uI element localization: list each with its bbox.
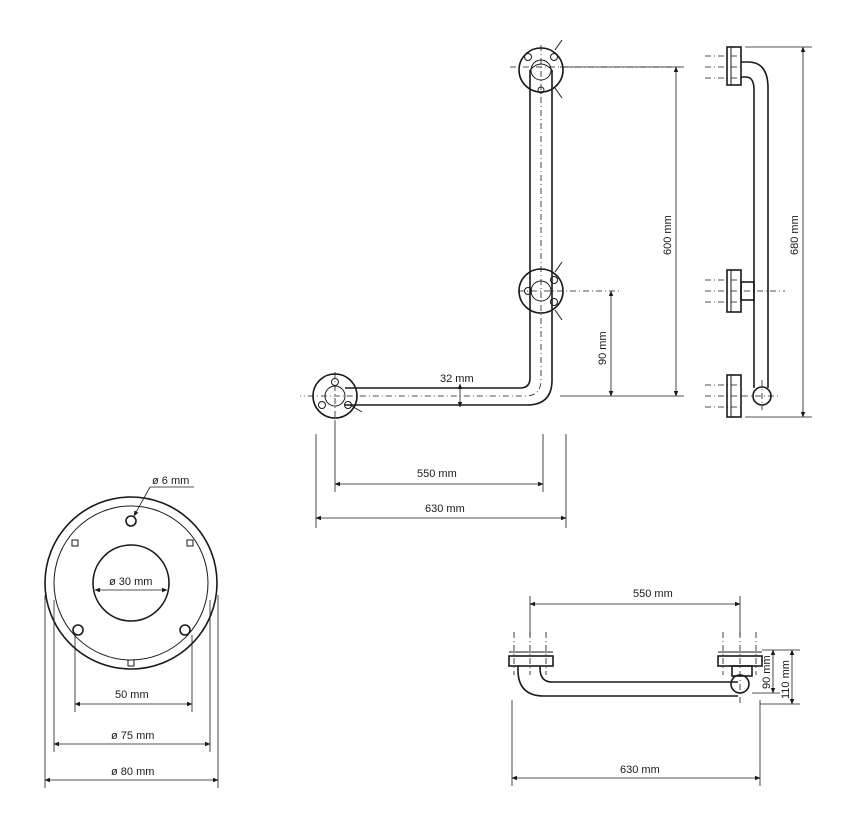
dim-label-630-front: 630 mm (425, 503, 465, 515)
tube-centerline (300, 45, 542, 397)
rosette-hole-left (72, 624, 84, 636)
dim-label-600: 600 mm (662, 215, 674, 255)
top-tube-inner (539, 666, 738, 683)
dim-label-6: ø 6 mm (152, 475, 189, 487)
rosette-bottom-left (312, 372, 363, 420)
rosette-center-hole (92, 544, 170, 622)
side-tube-inner (741, 76, 755, 388)
rosette-outer-circle (44, 496, 218, 670)
dim-label-550-top: 550 mm (633, 588, 673, 600)
dim-label-90: 90 mm (597, 331, 609, 365)
rosette-detail-view: ø 6 mm ø 30 mm 50 mm ø 75 mm ø 80 mm (44, 475, 219, 788)
rosette-hole-right (179, 624, 191, 636)
rosette-top (510, 39, 680, 99)
dim-label-50: 50 mm (115, 689, 149, 701)
side-tube-outer (741, 61, 769, 388)
dim-label-550-front: 550 mm (417, 468, 457, 480)
rosette-middle (518, 261, 620, 321)
front-view: 32 mm 600 mm 90 mm 550 mm 630 mm (300, 39, 684, 528)
dim-label-630-top: 630 mm (620, 764, 660, 776)
dim-label-110: 110 mm (780, 660, 792, 699)
dim-label-75: ø 75 mm (111, 730, 154, 742)
top-tube-outer (517, 666, 738, 697)
top-plate-left (508, 655, 554, 667)
tube-outline-inner (345, 70, 553, 406)
side-plate-top (726, 46, 742, 86)
dim-label-32: 32 mm (440, 373, 474, 385)
dim-label-80: ø 80 mm (111, 766, 154, 778)
dim-label-30: ø 30 mm (109, 576, 152, 588)
dim-label-680: 680 mm (789, 215, 801, 255)
rosette-hole-top (125, 515, 137, 527)
dim-label-90-top: 90 mm (761, 655, 773, 689)
top-view: 550 mm 630 mm 90 mm 110 mm (508, 588, 800, 786)
side-view: 680 mm (705, 46, 812, 418)
tube-outline-outer (345, 70, 531, 389)
